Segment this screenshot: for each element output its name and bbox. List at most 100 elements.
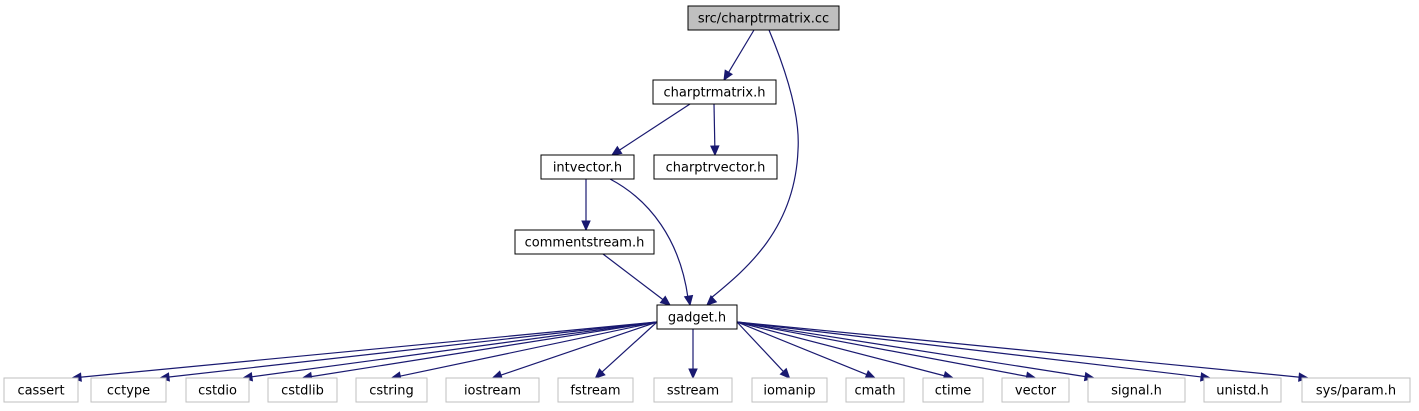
node-signal: signal.h: [1087, 377, 1186, 403]
node-root[interactable]: src/charptrmatrix.cc: [687, 5, 840, 31]
edge-intvector-to-commentstream: [581, 179, 591, 232]
edge-gadget-to-iomanip: [736, 321, 791, 379]
edge-gadget-to-cstring: [390, 321, 658, 381]
node-commentstream[interactable]: commentstream.h: [514, 229, 655, 255]
node-label: cstring: [369, 384, 413, 399]
node-cstdlib: cstdlib: [267, 377, 338, 403]
edge-gadget-to-cstdio: [241, 321, 658, 382]
node-charptrvector[interactable]: charptrvector.h: [653, 154, 778, 180]
node-box: [751, 377, 828, 403]
edge-root-to-charptrmatrix: [723, 29, 755, 82]
edge-line: [310, 321, 658, 378]
node-label: src/charptrmatrix.cc: [698, 12, 829, 27]
node-box: [922, 377, 984, 403]
arrowhead-icon: [610, 145, 623, 156]
edge-gadget-to-unistd: [736, 321, 1212, 382]
edge-line: [710, 29, 799, 299]
node-box: [540, 154, 635, 180]
edges-layer: [70, 29, 1310, 382]
node-charptrmatrix[interactable]: charptrmatrix.h: [652, 79, 777, 105]
node-label: cctype: [107, 384, 150, 399]
node-box: [845, 377, 905, 403]
node-box: [267, 377, 338, 403]
node-unistd: unistd.h: [1203, 377, 1282, 403]
arrowhead-icon: [779, 367, 791, 379]
edge-gadget-to-vector: [736, 321, 1037, 381]
node-sysparam: sys/param.h: [1301, 377, 1411, 403]
arrowhead-icon: [723, 69, 733, 82]
node-box: [1301, 377, 1411, 403]
node-box: [3, 377, 79, 403]
edge-commentstream-to-gadget: [602, 253, 671, 306]
node-label: cmath: [854, 384, 895, 399]
node-box: [514, 229, 655, 255]
node-label: charptrvector.h: [666, 161, 766, 176]
node-fstream: fstream: [557, 377, 634, 403]
edge-line: [736, 321, 1087, 378]
edge-line: [736, 321, 1028, 378]
edge-line: [713, 103, 716, 148]
node-gadget[interactable]: gadget.h: [656, 304, 738, 330]
node-label: ctime: [935, 384, 972, 399]
arrowhead-icon: [581, 220, 591, 232]
edge-line: [736, 321, 868, 376]
edge-line: [602, 253, 664, 301]
node-label: vector: [1015, 384, 1057, 399]
node-label: signal.h: [1111, 384, 1162, 399]
edge-line: [250, 321, 658, 378]
edge-line: [736, 321, 1301, 378]
node-box: [687, 5, 840, 31]
node-box: [1087, 377, 1186, 403]
node-label: intvector.h: [553, 161, 622, 176]
edge-line: [499, 321, 658, 376]
node-iostream: iostream: [445, 377, 540, 403]
edge-line: [727, 29, 755, 74]
nodes-layer: src/charptrmatrix.cc charptrmatrix.h intve…: [3, 5, 1411, 403]
node-vector: vector: [1001, 377, 1070, 403]
arrowhead-icon: [594, 368, 606, 379]
node-label: cassert: [17, 384, 64, 399]
node-box: [1203, 377, 1282, 403]
node-intvector[interactable]: intvector.h: [540, 154, 635, 180]
node-label: sys/param.h: [1316, 384, 1396, 399]
node-box: [445, 377, 540, 403]
node-label: charptrmatrix.h: [664, 86, 766, 101]
edge-gadget-to-sstream: [688, 329, 698, 380]
edge-line: [399, 321, 658, 377]
edge-intvector-to-gadget: [609, 178, 694, 307]
arrowhead-icon: [688, 368, 698, 380]
node-box: [90, 377, 167, 403]
arrowhead-icon: [864, 370, 877, 379]
node-box: [1001, 377, 1070, 403]
node-box: [653, 377, 733, 403]
node-box: [653, 154, 778, 180]
node-ctime: ctime: [922, 377, 984, 403]
node-label: sstream: [667, 384, 719, 399]
arrowhead-icon: [706, 295, 718, 306]
arrowhead-icon: [683, 294, 694, 307]
node-iomanip: iomanip: [751, 377, 828, 403]
edge-line: [167, 321, 658, 378]
edge-line: [609, 178, 689, 299]
node-label: commentstream.h: [525, 236, 645, 251]
node-label: iostream: [464, 384, 521, 399]
node-cmath: cmath: [845, 377, 905, 403]
edge-line: [736, 321, 1203, 378]
node-label: cstdio: [198, 384, 237, 399]
node-cstring: cstring: [355, 377, 428, 403]
edge-line: [736, 321, 946, 377]
node-cctype: cctype: [90, 377, 167, 403]
edge-gadget-to-sysparam: [736, 321, 1310, 382]
arrowhead-icon: [710, 145, 720, 157]
edge-line: [79, 321, 658, 378]
node-box: [557, 377, 634, 403]
edge-root-to-gadget: [706, 29, 799, 306]
node-label: iomanip: [763, 384, 815, 399]
edge-charptrmatrix-to-charptrvector: [710, 103, 720, 157]
edge-gadget-to-cctype: [158, 321, 658, 382]
node-box: [355, 377, 428, 403]
node-cassert: cassert: [3, 377, 79, 403]
edge-charptrmatrix-to-intvector: [610, 103, 691, 156]
edge-line: [601, 321, 658, 374]
